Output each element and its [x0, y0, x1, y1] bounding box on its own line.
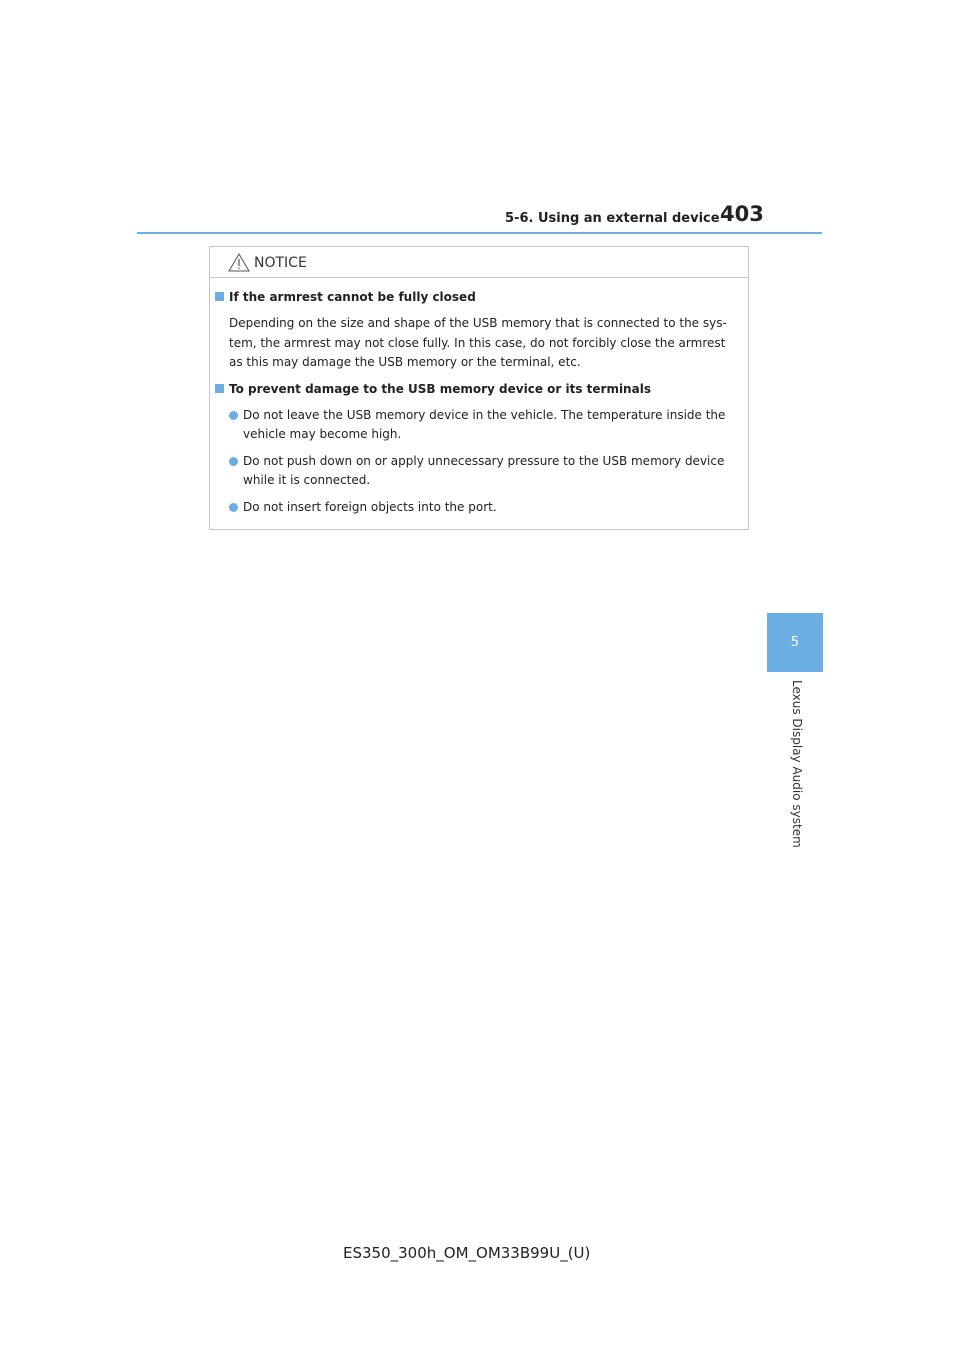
item-heading-text: If the armrest cannot be fully closed — [229, 290, 476, 304]
notice-box: NOTICE If the armrest cannot be fully cl… — [209, 246, 749, 530]
square-bullet-icon — [215, 383, 224, 393]
section-title: 5-6. Using an external device — [505, 211, 720, 226]
item-heading: To prevent damage to the USB memory devi… — [215, 381, 745, 397]
notice-body: If the armrest cannot be fully closed De… — [215, 289, 745, 524]
page-number: 403 — [720, 202, 764, 226]
notice-header: NOTICE — [210, 247, 748, 278]
item-heading: If the armrest cannot be fully closed — [215, 289, 745, 305]
chapter-number: 5 — [790, 635, 800, 650]
header-rule — [137, 232, 822, 234]
bullet-text: Do not insert foreign objects into the p… — [243, 499, 497, 514]
chapter-tab: 5 — [767, 613, 823, 672]
warning-icon — [228, 253, 250, 272]
bullet-item: Do not leave the USB memory device in th… — [229, 406, 741, 445]
round-bullet-icon — [229, 456, 238, 466]
chapter-label: Lexus Display Audio system — [790, 680, 804, 848]
square-bullet-icon — [215, 292, 224, 301]
round-bullet-icon — [229, 502, 238, 512]
notice-title: NOTICE — [254, 255, 307, 271]
bullet-text: Do not leave the USB memory device in th… — [243, 407, 726, 442]
bullet-item: Do not push down on or apply unnecessary… — [229, 452, 741, 491]
round-bullet-icon — [229, 410, 238, 420]
bullet-text: Do not push down on or apply unnecessary… — [243, 453, 725, 488]
item-heading-text: To prevent damage to the USB memory devi… — [229, 381, 651, 396]
item-paragraph: Depending on the size and shape of the U… — [229, 316, 727, 369]
footer-document-code: ES350_300h_OM_OM33B99U_(U) — [343, 1244, 591, 1262]
bullet-item: Do not insert foreign objects into the p… — [229, 498, 741, 518]
